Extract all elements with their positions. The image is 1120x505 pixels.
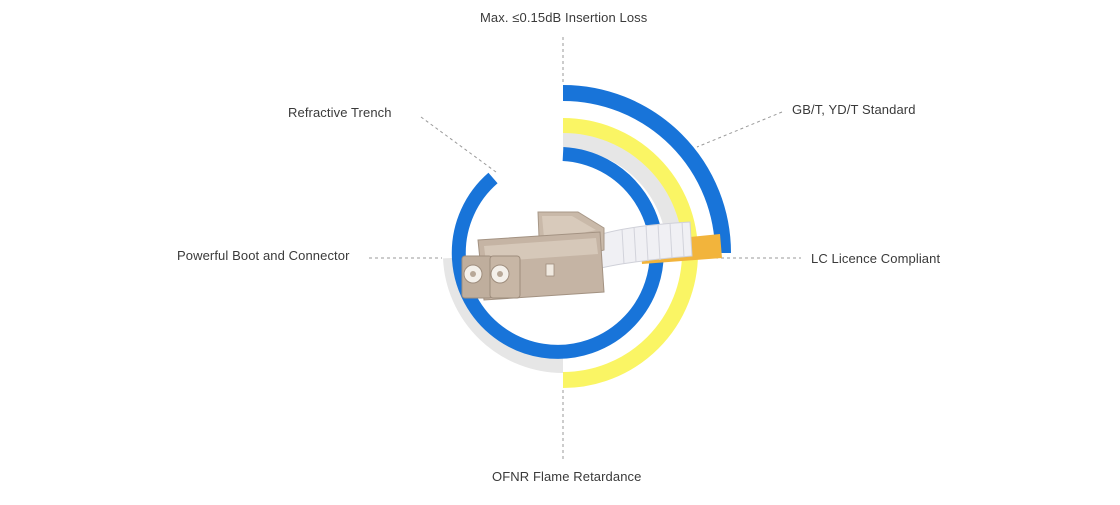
lc-connector (461, 211, 605, 301)
leader-line-standard (696, 111, 783, 148)
leader-lines (369, 37, 801, 462)
arc-gray-left (443, 257, 564, 374)
leader-line-refractive-trench (420, 116, 497, 173)
callout-ofnr: OFNR Flame Retardance (492, 469, 642, 484)
arc-outer-blue (562, 85, 731, 254)
arc-inner-blue (451, 147, 664, 359)
cable-boot (589, 221, 693, 271)
callout-insertion-loss: Max. ≤0.15dB Insertion Loss (480, 10, 648, 25)
fiber-cable (589, 221, 722, 271)
callout-boot-connector: Powerful Boot and Connector (177, 248, 350, 263)
callout-lc-licence: LC Licence Compliant (811, 251, 941, 266)
callout-refractive-trench: Refractive Trench (288, 105, 392, 120)
callout-standard: GB/T, YD/T Standard (792, 102, 916, 117)
